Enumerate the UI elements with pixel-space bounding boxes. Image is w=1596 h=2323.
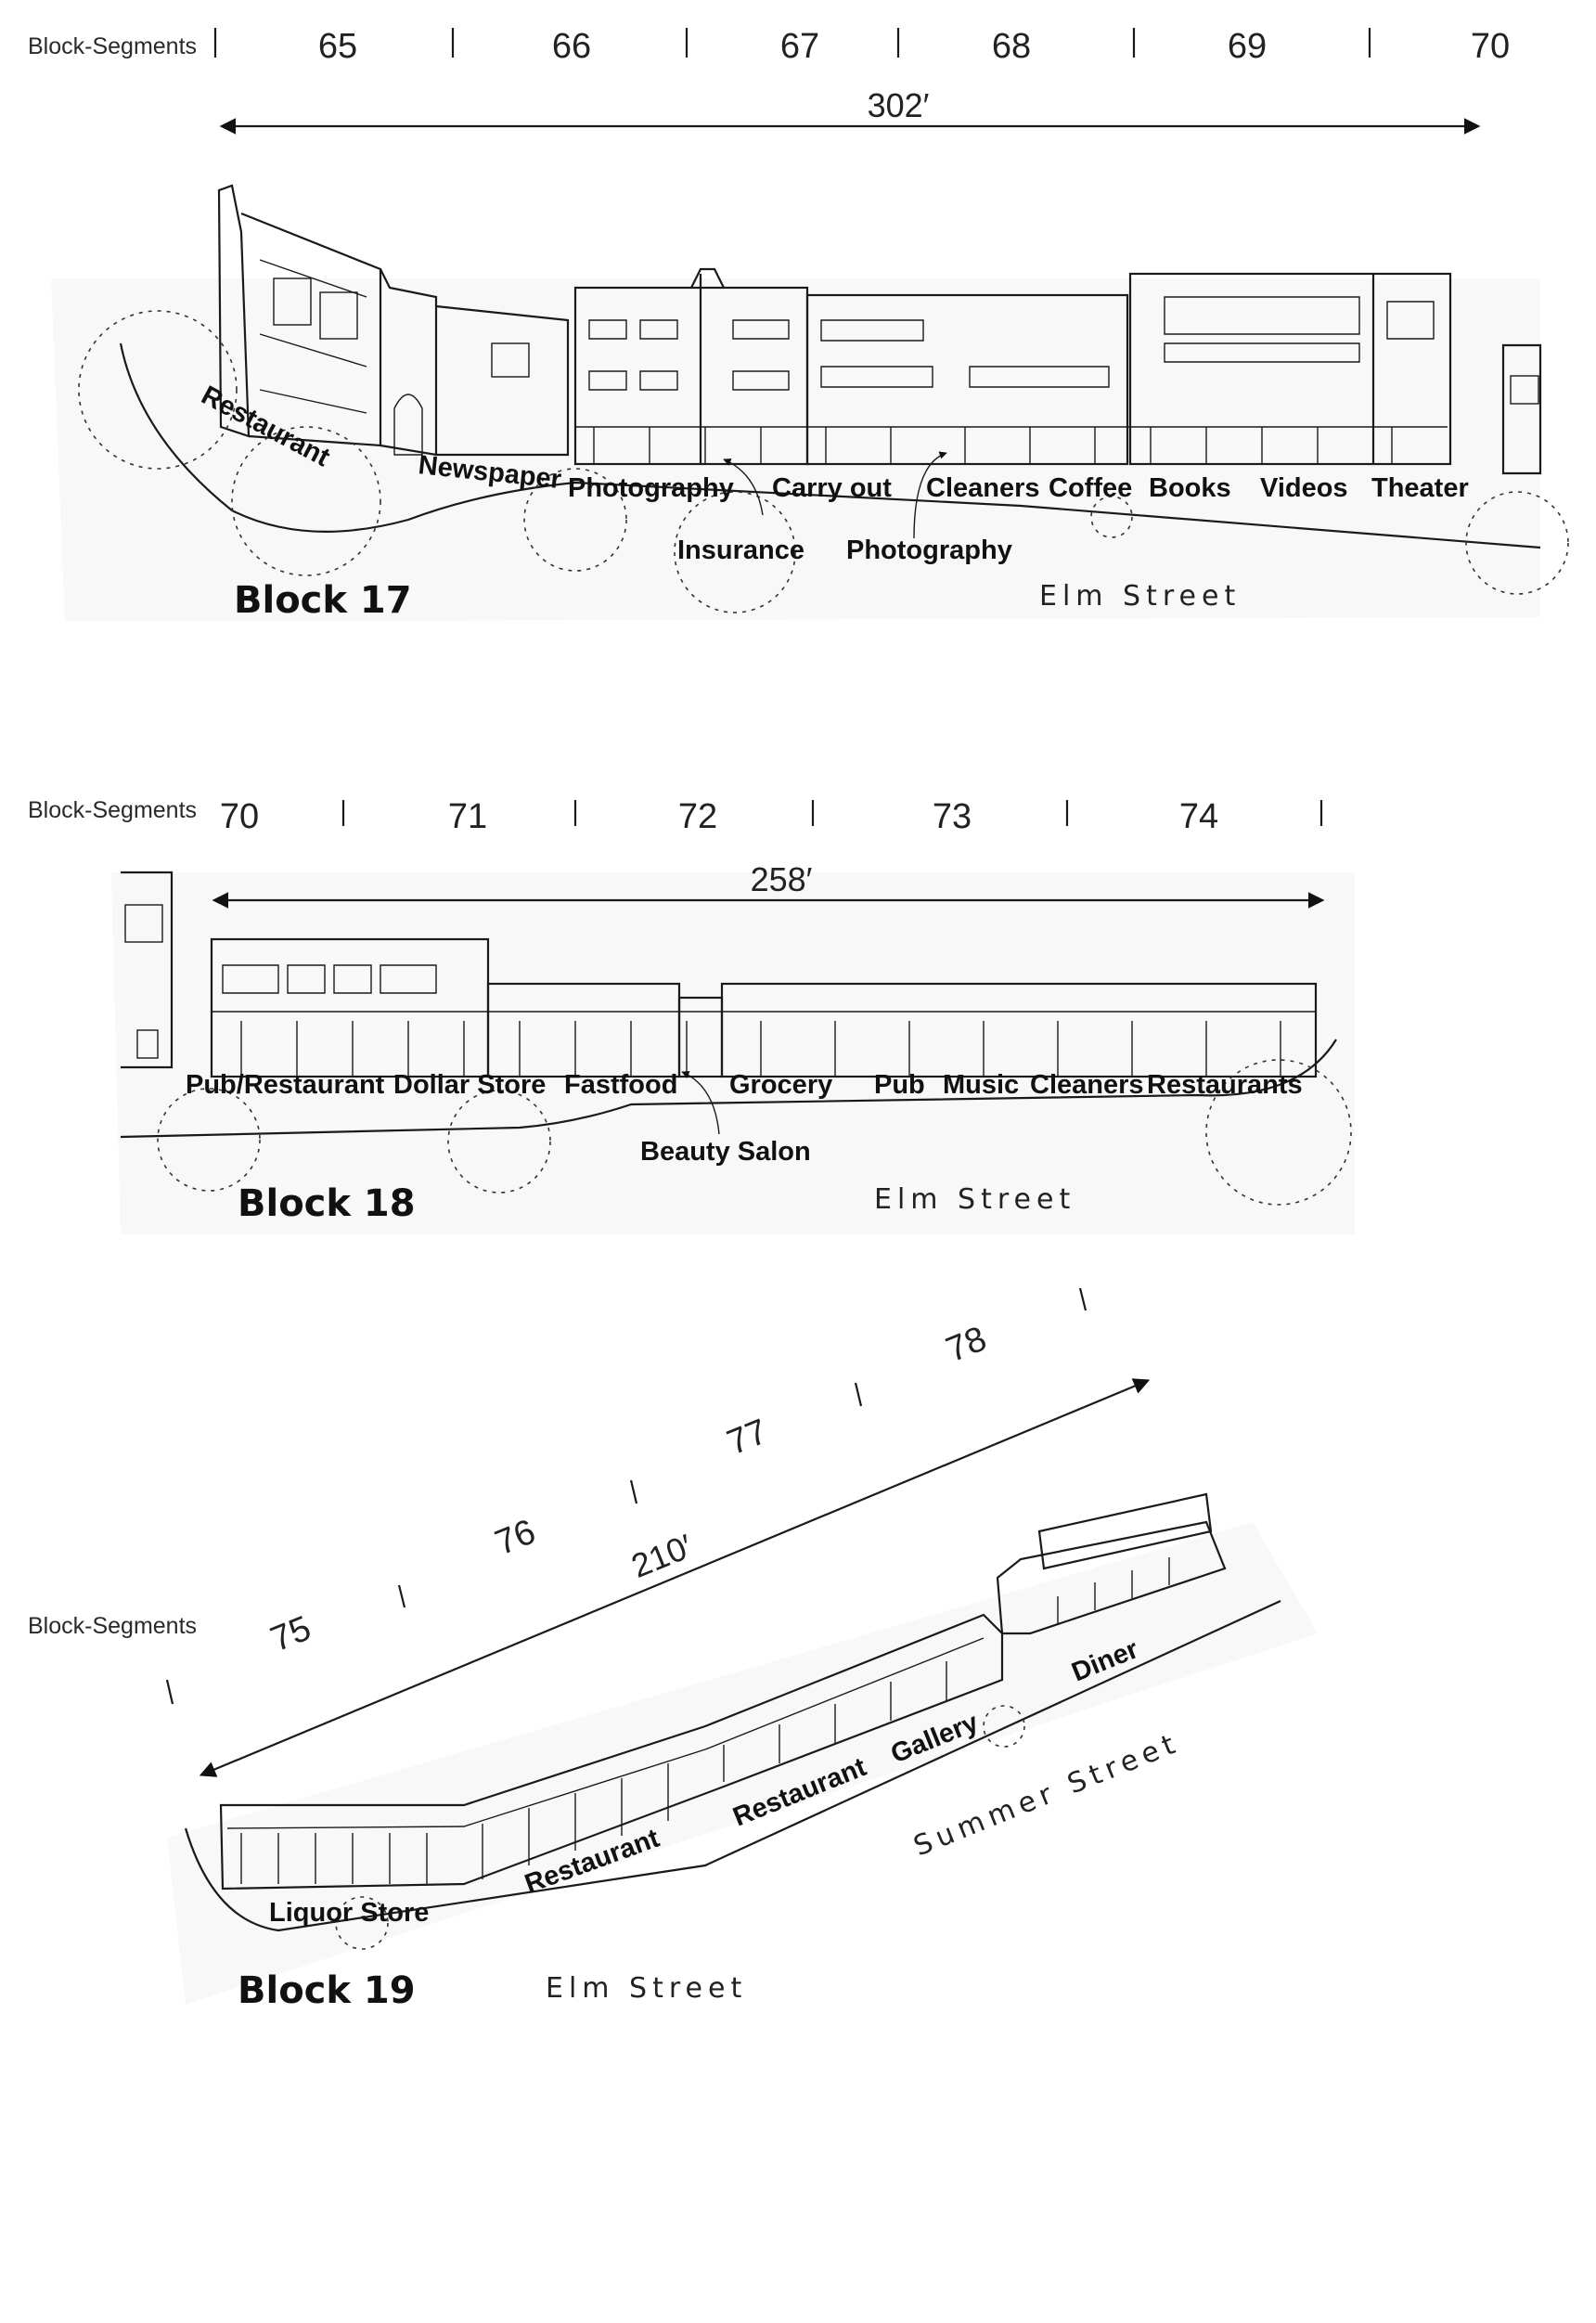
segments-label: Block-Segments <box>28 797 197 823</box>
dimension-length: 258′ <box>751 860 813 898</box>
business-label: Grocery <box>729 1070 832 1100</box>
sketch-wash <box>111 872 1355 1234</box>
dimension-length: 210′ <box>626 1527 699 1585</box>
pointer-arrow <box>681 1071 720 1135</box>
segment-ticks <box>213 28 1371 58</box>
business-label: Cleaners <box>1030 1070 1144 1100</box>
sketch-wash <box>51 278 1540 622</box>
segment-number: 68 <box>992 27 1031 66</box>
block-title: Block 17 <box>234 579 412 622</box>
streetscape-sketch <box>119 184 1542 549</box>
block-title: Block 19 <box>238 1969 416 2012</box>
business-label: Liquor Store <box>269 1898 429 1928</box>
business-label: Restaurants <box>1147 1070 1303 1100</box>
segment-number: 76 <box>490 1512 541 1563</box>
street-label: Elm Street <box>1039 580 1241 613</box>
business-label: Cleaners <box>926 473 1040 503</box>
trees <box>157 1059 1352 1206</box>
segments-label: Block-Segments <box>28 1613 197 1639</box>
dimension-length: 302′ <box>868 86 930 124</box>
block-title: Block 18 <box>238 1182 416 1225</box>
trees <box>78 310 1569 613</box>
business-label: Carry out <box>772 473 892 503</box>
segment-number: 65 <box>318 27 357 66</box>
segment-number: 75 <box>265 1608 316 1659</box>
segment-number: 73 <box>933 797 972 836</box>
business-label: Coffee <box>1049 473 1132 503</box>
business-label: Pub/Restaurant <box>186 1070 385 1100</box>
segment-ticks <box>341 800 1323 826</box>
business-label: Books <box>1149 473 1231 503</box>
business-label: Beauty Salon <box>640 1137 811 1167</box>
business-label: Photography <box>846 536 1012 565</box>
pointer-arrow <box>723 458 764 516</box>
business-label: Videos <box>1260 473 1348 503</box>
segment-number: 78 <box>941 1319 992 1370</box>
segment-number: 70 <box>1471 27 1510 66</box>
segment-number: 70 <box>220 797 259 836</box>
segment-number: 72 <box>678 797 717 836</box>
business-label: Fastfood <box>564 1070 677 1100</box>
trees <box>335 1705 1025 1950</box>
business-label: Dollar Store <box>393 1070 546 1100</box>
segments-label: Block-Segments <box>28 33 197 59</box>
segment-number: 66 <box>552 27 591 66</box>
street-label: Elm Street <box>874 1183 1075 1216</box>
panel-block-19: Block-Segments 75 76 77 78 210′ Liquor S… <box>28 1287 1318 2012</box>
segment-number: 67 <box>780 27 819 66</box>
panel-block-18: Block-Segments 70 71 72 73 74 258′ <box>28 797 1355 1234</box>
business-label: Insurance <box>677 536 804 565</box>
dimension-arrow <box>199 1378 1151 1777</box>
business-label: Pub <box>874 1070 925 1100</box>
pointer-arrow <box>913 451 947 539</box>
segment-number: 69 <box>1228 27 1267 66</box>
street-label: Elm Street <box>546 1972 747 2005</box>
streetscape-sketch <box>184 1492 1281 1932</box>
business-label: Theater <box>1371 473 1469 503</box>
panel-block-17: Block-Segments 65 66 67 68 69 70 302′ <box>28 27 1569 622</box>
business-label: Music <box>943 1070 1019 1100</box>
streetscape-sketch <box>120 871 1337 1139</box>
segment-number: 71 <box>448 797 487 836</box>
segment-number: 77 <box>722 1412 773 1463</box>
business-label: Photography <box>568 473 734 503</box>
segment-number: 74 <box>1179 797 1218 836</box>
